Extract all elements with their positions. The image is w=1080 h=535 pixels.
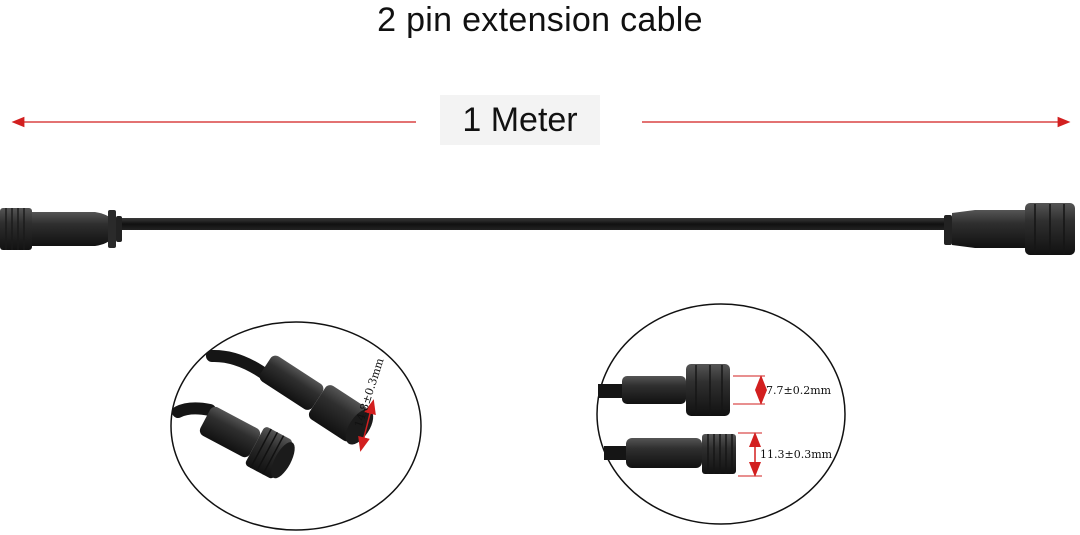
female-connector-detail (170, 321, 422, 531)
extension-cable (0, 203, 1075, 255)
left-connector (0, 208, 122, 250)
male-thread-dimension: 11.3±0.3mm (760, 448, 833, 461)
product-title: 2 pin extension cable (377, 1, 703, 39)
right-connector (944, 203, 1075, 255)
male-connector-detail (596, 303, 846, 525)
length-label: 1 Meter (440, 95, 600, 145)
male-ring-dimension: 7.7±0.2mm (766, 384, 832, 397)
